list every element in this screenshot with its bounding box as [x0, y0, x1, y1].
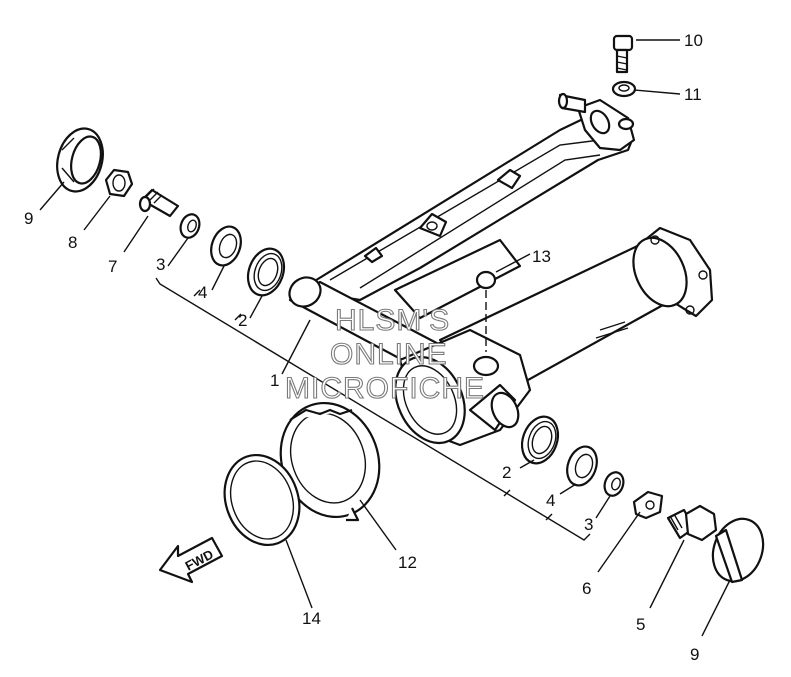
callout-14: 14	[302, 609, 321, 628]
leader-lines	[39, 39, 731, 637]
callout-7: 7	[108, 257, 117, 276]
callout-9-left: 9	[24, 209, 33, 228]
fwd-arrow: FWD	[158, 536, 224, 584]
part-2-bearing-left	[246, 247, 286, 297]
callout-12: 12	[398, 553, 417, 572]
callout-3-right: 3	[584, 515, 593, 534]
callout-10: 10	[684, 31, 703, 50]
part-11-washer	[611, 80, 637, 98]
part-10-bolt	[612, 34, 634, 74]
watermark: HLSM'S ONLINE MICROFICHE	[284, 303, 485, 405]
callout-2-right: 2	[502, 463, 511, 482]
part-7-pivot-shaft	[138, 188, 180, 218]
callout-1: 1	[270, 371, 279, 390]
watermark-line-2: ONLINE	[330, 338, 448, 371]
part-14-ring	[223, 453, 301, 547]
callout-3-left: 3	[156, 255, 165, 274]
watermark-line-3: MICROFICHE	[285, 372, 485, 405]
callout-13: 13	[532, 247, 551, 266]
part-13-grease-fitting	[475, 270, 497, 352]
part-9-cap-right	[711, 517, 765, 584]
assembly-bracket	[155, 277, 591, 541]
part-6-lock-plate	[632, 490, 664, 520]
part-4-seal-left	[210, 225, 242, 267]
callout-labels: 10 11 13 9 8 7 3 4 2 1 12 14 2 4 3 6 5 9	[24, 31, 703, 664]
part-8-nut	[104, 168, 134, 198]
watermark-line-1: HLSM'S	[335, 304, 450, 337]
callout-9-right: 9	[690, 645, 699, 664]
callout-6: 6	[582, 579, 591, 598]
part-3-collar-left	[179, 213, 201, 239]
part-5-pivot-bolt	[666, 504, 718, 542]
part-12-dust-cover	[279, 401, 381, 522]
callout-4-left: 4	[198, 283, 207, 302]
callout-4-right: 4	[546, 491, 555, 510]
part-2-bearing-right	[520, 415, 560, 465]
callout-5: 5	[636, 615, 645, 634]
swingarm	[288, 92, 714, 447]
callout-11: 11	[684, 85, 702, 104]
part-3-collar-right	[603, 471, 625, 497]
part-4-seal-right	[566, 445, 598, 487]
callout-8: 8	[68, 233, 77, 252]
callout-2-left: 2	[238, 311, 247, 330]
part-9-cap-left	[56, 127, 104, 193]
